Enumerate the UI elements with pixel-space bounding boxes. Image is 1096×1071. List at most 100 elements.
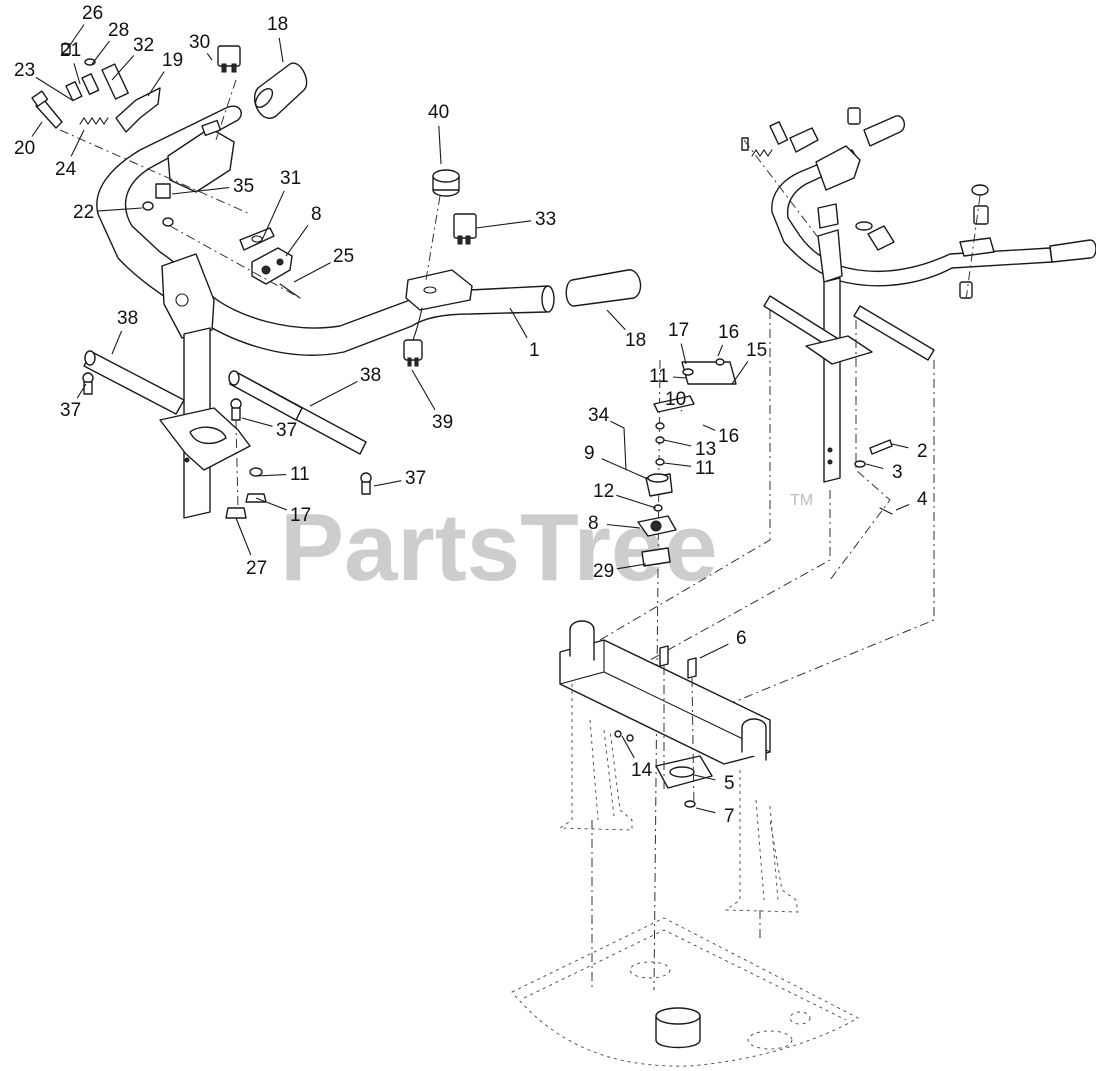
callout-number: 34 — [588, 405, 610, 426]
callout-number: 19 — [162, 50, 183, 71]
callout-number: 27 — [246, 558, 267, 579]
pin-34 — [623, 427, 627, 471]
callout-37: 37 — [241, 417, 297, 441]
leader-line — [293, 262, 331, 283]
frame-assembly — [558, 620, 799, 990]
callout-38: 38 — [309, 365, 381, 407]
callout-number: 11 — [649, 366, 669, 387]
bushing-21 — [81, 73, 100, 96]
leader-line — [111, 55, 135, 81]
callout-11: 11 — [649, 366, 687, 387]
callout-37: 37 — [60, 383, 87, 421]
callout-number: 16 — [718, 426, 739, 447]
grip-tube-end — [541, 285, 555, 313]
leader-line — [70, 129, 85, 157]
nut-27 — [225, 507, 247, 519]
plate-31 — [239, 227, 275, 251]
gas-damper-left — [83, 350, 185, 415]
leader-line — [111, 330, 123, 355]
callout-number: 23 — [14, 60, 35, 81]
callout-number: 8 — [588, 513, 599, 534]
leader-line — [731, 361, 749, 385]
sensor-8 — [251, 247, 293, 285]
leader-line — [309, 380, 358, 407]
switch-33 — [453, 213, 477, 245]
right-grip-top — [863, 115, 906, 147]
callout-number: 30 — [189, 32, 210, 53]
nut-14 — [614, 730, 622, 738]
center-parts-stack — [623, 358, 737, 991]
callout-number: 39 — [432, 412, 453, 433]
right-switch-side — [973, 205, 989, 225]
callout-number: 20 — [14, 138, 35, 159]
leader-line — [663, 462, 692, 467]
callout-number: 37 — [276, 420, 297, 441]
switch-30 — [217, 45, 241, 73]
leader-line — [76, 383, 87, 399]
callout-number: 5 — [724, 773, 735, 794]
leader-line — [616, 563, 647, 570]
callout-8: 8 — [588, 513, 641, 534]
callout-20: 20 — [14, 121, 43, 159]
callout-number: 7 — [724, 806, 735, 827]
callout-14: 14 — [621, 735, 653, 781]
callout-number: 22 — [73, 202, 94, 223]
pin-25 — [279, 283, 301, 299]
leader-line — [206, 52, 213, 61]
sleeve-23 — [65, 81, 83, 102]
callout-number: 11 — [695, 458, 715, 479]
callout-22: 22 — [73, 202, 143, 223]
right-gas-damper-b — [853, 305, 935, 361]
spring-24 — [79, 117, 109, 125]
bolt-6 — [687, 657, 697, 679]
right-handle-bar — [771, 149, 1053, 287]
right-switch-top — [847, 107, 861, 125]
callout-number: 11 — [290, 464, 310, 485]
callout-number: 10 — [665, 389, 686, 410]
callout-number: 16 — [718, 322, 739, 343]
callout-34: 34 — [588, 405, 625, 429]
callout-24: 24 — [55, 129, 85, 180]
callout-17: 17 — [668, 320, 689, 365]
callout-35: 35 — [171, 176, 254, 197]
callout-number: 8 — [311, 204, 322, 225]
callout-number: 17 — [290, 505, 311, 526]
pin-4 — [879, 507, 893, 515]
callout-number: 14 — [631, 760, 653, 781]
leader-line — [509, 307, 528, 339]
callout-6: 6 — [699, 628, 747, 659]
callout-7: 7 — [695, 806, 735, 827]
bolt-2 — [869, 439, 893, 455]
leader-line — [610, 420, 625, 429]
leader-line — [373, 480, 402, 487]
leader-line — [680, 409, 683, 412]
callout-26: 26 — [67, 3, 103, 49]
callout-40: 40 — [428, 102, 449, 165]
callout-number: 4 — [917, 489, 928, 510]
ball-stud-37c — [360, 472, 372, 495]
right-grip-side — [1049, 239, 1096, 263]
callout-number: 18 — [625, 330, 646, 351]
leader-line — [67, 24, 85, 49]
callout-number: 33 — [535, 209, 556, 230]
leader-line — [475, 220, 532, 229]
callout-number: 13 — [695, 439, 716, 460]
leader-line — [241, 417, 273, 427]
callout-number: 9 — [584, 443, 595, 464]
leader-line — [411, 369, 436, 411]
callout-number: 38 — [117, 308, 138, 329]
callout-number: 24 — [55, 159, 77, 180]
callout-29: 29 — [593, 561, 647, 582]
hand-grip-right — [565, 269, 642, 307]
plug-39 — [403, 307, 423, 367]
leader-line — [278, 37, 284, 63]
tube-32 — [101, 63, 129, 100]
leader-line — [672, 376, 687, 379]
callout-33: 33 — [475, 209, 556, 230]
handle-bracket — [161, 253, 215, 339]
right-handle-assembly — [599, 107, 1096, 721]
callout-number: 12 — [593, 481, 614, 502]
leader-line — [717, 344, 724, 357]
callout-number: 6 — [736, 628, 747, 649]
left-handle-assembly — [31, 43, 642, 519]
